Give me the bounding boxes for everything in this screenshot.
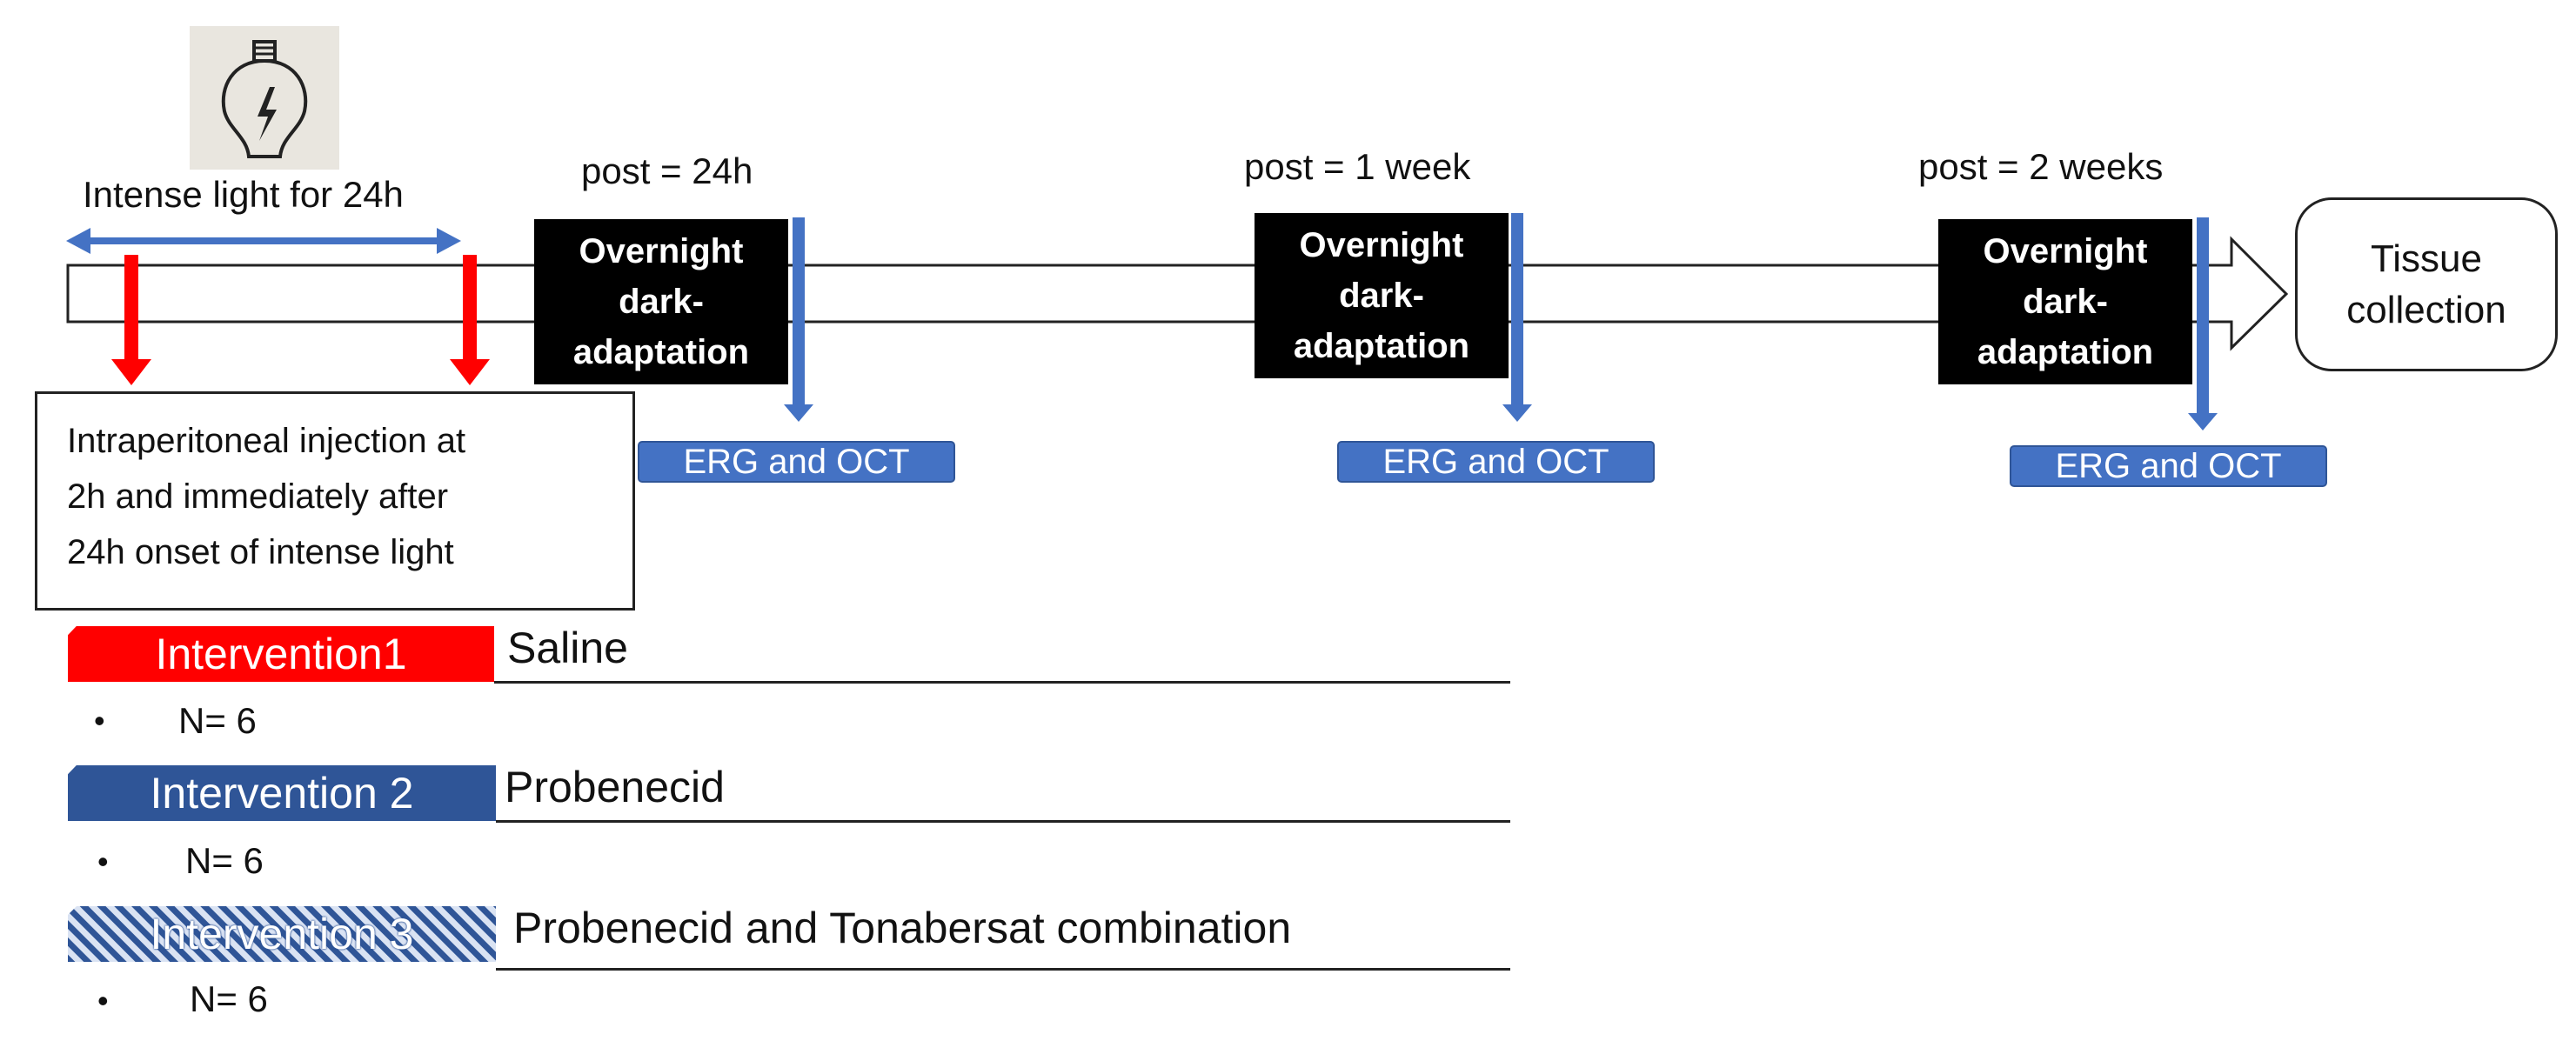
intervention-2-line bbox=[496, 820, 1510, 823]
injection-arrow-end bbox=[450, 255, 490, 385]
intervention-2-label: Intervention 2 bbox=[68, 765, 496, 821]
intervention-3-hatch bbox=[68, 906, 496, 962]
intervention-1-count: N= 6 bbox=[178, 700, 257, 741]
intervention-1-treatment: Saline bbox=[507, 624, 628, 672]
intervention-3-bullet: • bbox=[97, 983, 109, 1018]
injection-arrow-start bbox=[111, 255, 151, 385]
intervention-1-label: Intervention1 bbox=[68, 626, 494, 682]
intervention-3-treatment: Probenecid and Tonabersat combination bbox=[513, 904, 1292, 952]
measure-arrow-2weeks bbox=[2188, 217, 2218, 430]
post-label-2weeks: post = 2 weeks bbox=[1918, 146, 2164, 187]
intervention-2-count: N= 6 bbox=[185, 840, 264, 881]
injection-description-box: Intraperitoneal injection at 2h and imme… bbox=[35, 391, 635, 611]
intervention-3-line bbox=[496, 968, 1510, 971]
post-label-1week: post = 1 week bbox=[1244, 146, 1471, 187]
intervention-2-treatment: Probenecid bbox=[505, 763, 725, 811]
light-duration-label: Intense light for 24h bbox=[83, 174, 404, 215]
intervention-1-bullet: • bbox=[94, 703, 105, 738]
erg-oct-box-2weeks: ERG and OCT bbox=[2010, 445, 2327, 487]
light-duration-arrow bbox=[66, 228, 461, 254]
post-label-24h: post = 24h bbox=[581, 150, 753, 191]
erg-oct-box-24h: ERG and OCT bbox=[638, 441, 955, 483]
light-bulb-icon bbox=[190, 26, 339, 170]
measure-arrow-24h bbox=[784, 217, 813, 422]
intervention-3-count: N= 6 bbox=[190, 978, 268, 1019]
intervention-3-label: Intervention 3 bbox=[150, 910, 414, 958]
measure-arrow-1week bbox=[1502, 213, 1532, 422]
erg-oct-box-1week: ERG and OCT bbox=[1337, 441, 1655, 483]
intervention-1-line bbox=[494, 681, 1510, 684]
intervention-2-bullet: • bbox=[97, 844, 109, 879]
